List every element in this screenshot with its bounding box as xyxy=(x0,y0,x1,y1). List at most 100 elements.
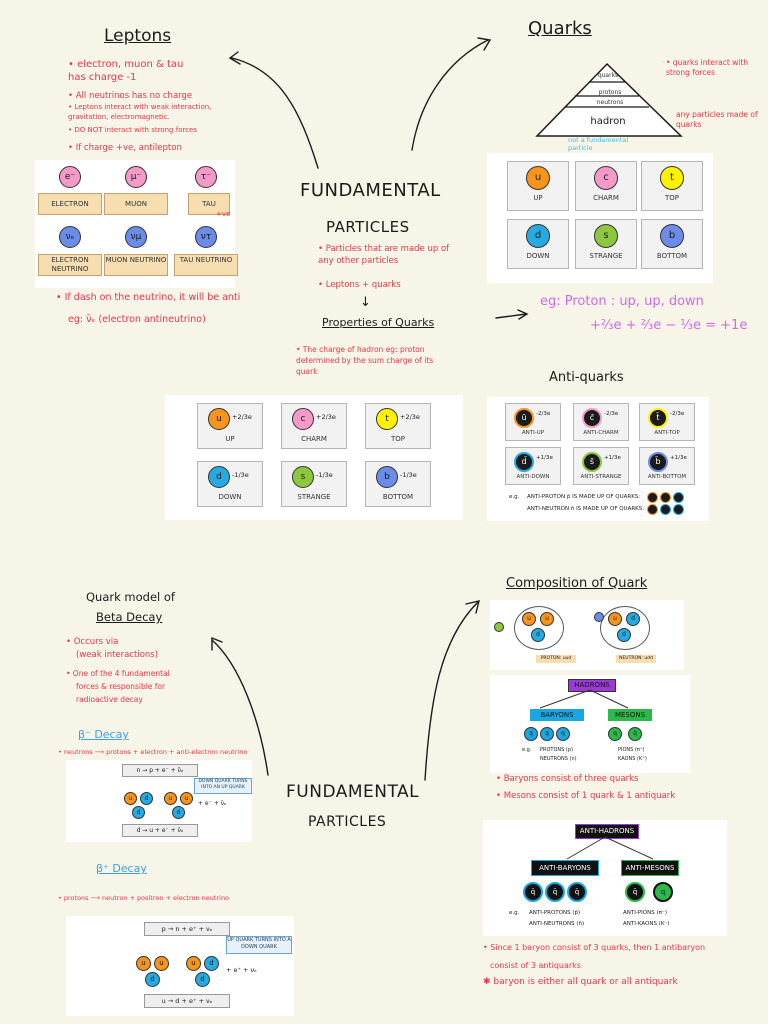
anti-meson-example: ANTI-PIONS (π⁻) xyxy=(623,910,667,916)
quark-label: BOTTOM xyxy=(642,252,702,260)
hadrons-branches xyxy=(490,690,690,730)
antiquark-label: ANTI-CHARM xyxy=(574,430,628,436)
meson-example: KAONS (K⁺) xyxy=(618,756,647,762)
antiquark-cell: t̄ -2/3e ANTI-TOP xyxy=(639,403,695,441)
arrow-to-leptons xyxy=(232,58,318,168)
particle-dot xyxy=(494,622,504,632)
beta-plus-eq-bottom: u → d + e⁺ + νₑ xyxy=(144,994,230,1008)
leptons-note-3: • Leptons interact with weak interaction… xyxy=(68,102,238,122)
antiquark-label: ANTI-TOP xyxy=(640,430,694,436)
composition-bottom-note-3: ✱ baryon is either all quark or all anti… xyxy=(483,976,763,988)
charge-circle: b xyxy=(376,466,398,488)
charge-circle: t xyxy=(376,408,398,430)
lepton-circle: μ⁻ xyxy=(125,166,147,188)
lepton-label: ELECTRON NEUTRINO xyxy=(38,254,102,276)
quark-circle: b xyxy=(660,224,684,248)
beta-minus-eq-bottom: d → u + e⁻ + ν̄ₑ xyxy=(122,824,198,837)
antiquark-circle: t̄ xyxy=(648,408,668,428)
center-title-bottom-1: FUNDAMENTAL xyxy=(286,782,419,802)
antiquark-circle: b̄ xyxy=(648,452,668,472)
lepton-circle: e⁻ xyxy=(59,166,81,188)
antiquark-cell: ū -2/3e ANTI-UP xyxy=(505,403,561,441)
beta-plus-side: + e⁺ + νₑ xyxy=(226,966,257,974)
quark-label: UP xyxy=(508,194,568,202)
antiquark-label: ANTI-DOWN xyxy=(506,474,560,480)
charge-value: -1/3e xyxy=(232,471,249,479)
quark-q: q xyxy=(653,882,673,902)
composition-card: u u d PROTON: uud u d d NEUTRON: udd xyxy=(490,600,684,670)
beta-minus-side: + e⁻ + ν̄ₑ xyxy=(198,800,227,807)
composition-bottom-note-1: • Since 1 baryon consist of 3 quarks, th… xyxy=(483,942,763,954)
beta-plus-note: • protons ⟶ neutron + positron + electro… xyxy=(58,892,278,904)
charge-card: u +2/3e UP c +2/3e CHARM t +2/3e TOP d -… xyxy=(165,395,463,520)
mesons-box: MESONS xyxy=(608,709,652,721)
quark-label: CHARM xyxy=(576,194,636,202)
proton-example-2: +⅔e + ⅔e − ⅓e = +1e xyxy=(590,318,747,333)
quark-u: u xyxy=(164,792,177,805)
antiquark-label: ANTI-UP xyxy=(506,430,560,436)
quark-d: d xyxy=(132,806,145,819)
antiquark-circle: d̄ xyxy=(514,452,534,472)
anti-hadron-eg: e.g. xyxy=(509,910,519,916)
leptons-note-5: • If charge +ve, antilepton xyxy=(68,142,228,154)
charge-value: +2/3e xyxy=(316,413,336,421)
quark-circle: c xyxy=(594,166,618,190)
charge-label: BOTTOM xyxy=(366,493,430,501)
beta-minus-title: β⁻ Decay xyxy=(78,728,129,741)
anti-baryons-box: ANTI-BARYONS xyxy=(531,860,599,876)
charge-circle: s xyxy=(292,466,314,488)
meson-example: PIONS (π⁺) xyxy=(618,747,644,753)
antiquark-cell: d̄ +1/3e ANTI-DOWN xyxy=(505,447,561,485)
quark-q: q xyxy=(524,727,538,741)
anti-meson-example: ANTI-KAONS (K⁻) xyxy=(623,921,670,927)
quark-cell: s STRANGE xyxy=(575,219,637,269)
charge-label: DOWN xyxy=(198,493,262,501)
leptons-title: Leptons xyxy=(104,26,171,46)
leptons-example: eg: ν̄ₑ (electron antineutrino) xyxy=(68,314,248,326)
antineutron-line: ANTI-NEUTRON n̄ IS MADE UP OF QUARKS: xyxy=(527,506,644,512)
beta-minus-eq-top: n → p + e⁻ + ν̄ₑ xyxy=(122,764,198,777)
quark-circle: s xyxy=(594,224,618,248)
anti-baryon-example: ANTI-PROTONS (p̄) xyxy=(529,910,580,916)
quark-circle: d xyxy=(526,224,550,248)
charge-cell: t +2/3e TOP xyxy=(365,403,431,449)
antiquark-cell: b̄ +1/3e ANTI-BOTTOM xyxy=(639,447,695,485)
antiproton-line: ANTI-PROTON p̄ IS MADE UP OF QUARKS: xyxy=(527,494,640,500)
lepton-label: ELECTRON xyxy=(38,193,102,215)
hadron-eg: e.g. xyxy=(522,747,531,753)
beta-note-2: (weak interactions) xyxy=(76,649,158,661)
quark-u: u xyxy=(186,956,201,971)
pyramid-hadron: hadron xyxy=(578,116,638,127)
antiquark-charge: +1/3e xyxy=(604,455,621,461)
anti-hadrons-branches xyxy=(483,837,727,867)
antiquark-label: ANTI-STRANGE xyxy=(574,474,628,480)
baryon-example: PROTONS (p) xyxy=(540,747,573,753)
quark-d: d xyxy=(626,612,640,626)
quark-cell: c CHARM xyxy=(575,161,637,211)
leptons-dash-note: • If dash on the neutrino, it will be an… xyxy=(56,292,246,304)
antiquark-circle: c̄ xyxy=(582,408,602,428)
quark-u: u xyxy=(608,612,622,626)
composition-note-1: • Baryons consist of three quarks xyxy=(496,773,756,785)
charge-value: -1/3e xyxy=(400,471,417,479)
antiquark-cell: c̄ -2/3e ANTI-CHARM xyxy=(573,403,629,441)
beta-plus-title: β⁺ Decay xyxy=(96,862,147,875)
antiquark-cell: s̄ +1/3e ANTI-STRANGE xyxy=(573,447,629,485)
leptons-card: e⁻ ELECTRON μ⁻ MUON τ⁻ TAU νₑ ELECTRON N… xyxy=(35,160,235,288)
neutron-label: NEUTRON: udd xyxy=(616,655,656,663)
antiquarks-title: Anti-quarks xyxy=(549,370,624,385)
quark-qbar: q̄ xyxy=(628,727,642,741)
beta-title-2: Beta Decay xyxy=(96,610,162,624)
beta-minus-callout: DOWN QUARK TURNS INTO AN UP QUARK xyxy=(194,778,252,794)
lepton-circle: νₑ xyxy=(59,226,81,248)
beta-note-5: radioactive decay xyxy=(76,694,143,706)
charge-cell: d -1/3e DOWN xyxy=(197,461,263,507)
quark-cell: t TOP xyxy=(641,161,703,211)
composition-title: Composition of Quark xyxy=(506,576,647,591)
quark-d: d xyxy=(531,628,545,642)
leptons-note-4: • DO NOT interact with strong forces xyxy=(68,124,238,136)
quark-d: d xyxy=(204,956,219,971)
antiquark-charge: +1/3e xyxy=(536,455,553,461)
charge-value: -1/3e xyxy=(316,471,333,479)
hadrons-card: HADRONS BARYONS MESONS q q q q q̄ e.g. P… xyxy=(490,675,690,773)
